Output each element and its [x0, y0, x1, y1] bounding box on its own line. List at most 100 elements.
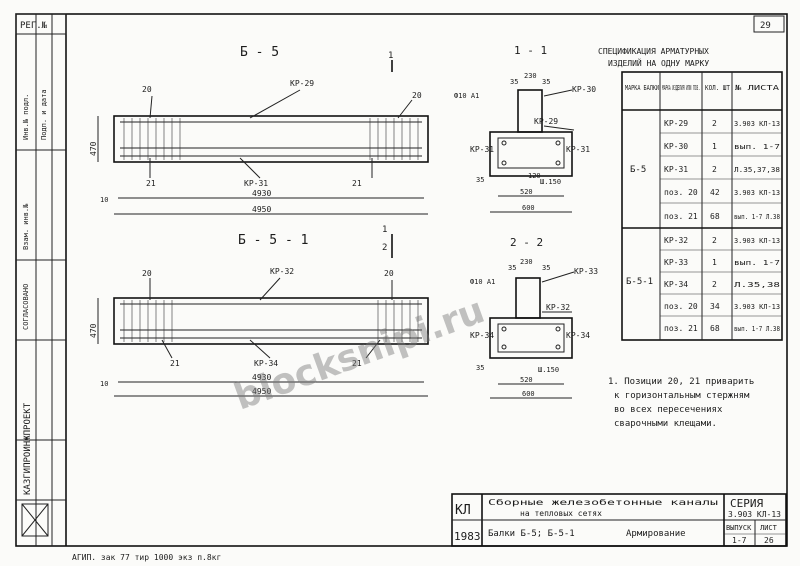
- sec11-d5: 600: [522, 204, 535, 212]
- tb-series-value: 3.903 КЛ-13: [728, 510, 781, 519]
- sec22-kp-d: КР-34: [566, 331, 590, 340]
- spec-row-qty: 2: [712, 236, 717, 245]
- sec22-rebar-step: Ш.150: [538, 366, 559, 374]
- spec-row-item: поз. 20: [664, 302, 698, 311]
- spec-group-mark-2: Б-5-1: [626, 277, 653, 287]
- b5-pos-right: 20: [412, 91, 422, 100]
- tb-desc2: на тепловых сетях: [520, 509, 602, 518]
- watermark: blocksnipi.ru: [229, 290, 490, 418]
- spec-row-qty: 2: [712, 165, 717, 174]
- spec-row-item: поз. 21: [664, 324, 698, 333]
- note-line-2: к горизонтальным стержням: [614, 391, 750, 401]
- spec-row-item: КР-31: [664, 165, 688, 174]
- cut-mark-2: 2: [382, 243, 387, 253]
- spec-table: [621, 71, 783, 341]
- page-number: 29: [760, 21, 771, 31]
- view-title-b5: Б - 5: [240, 45, 279, 60]
- sec11-rebar-step: Ш.150: [540, 178, 561, 186]
- sec22-rebar: Ф10 А1: [470, 278, 495, 286]
- left-label-2: Подп. и дата: [40, 89, 48, 140]
- b51-pos-b: 21: [352, 359, 362, 368]
- spec-row-sheet: вып. 1-7 Л.38: [734, 325, 780, 333]
- tb-list-label: ЛИСТ: [760, 524, 778, 532]
- tb-list-value: 26: [764, 536, 774, 545]
- spec-row-sheet: Л.35,38: [734, 281, 780, 289]
- cut-mark-1b: 1: [382, 225, 387, 235]
- b5-pos-left: 20: [142, 85, 152, 94]
- b5-pos-a: 21: [146, 179, 156, 188]
- section-title-22: 2 - 2: [510, 236, 543, 249]
- note-line-1: 1. Позиции 20, 21 приварить: [608, 377, 754, 387]
- sec22-kp-b: КР-32: [546, 303, 570, 312]
- sec11-flange: [489, 131, 573, 177]
- b5-pos-b: 21: [352, 179, 362, 188]
- sec22-d5: 600: [522, 390, 535, 398]
- sec22-d3: 35: [542, 264, 550, 272]
- sec11-d2: 230: [524, 72, 537, 80]
- title-block: [451, 493, 787, 547]
- spec-row-qty: 1: [712, 142, 717, 151]
- b51-kp-bottom: КР-34: [254, 359, 278, 368]
- sec11-rebar: Ф10 А1: [454, 92, 479, 100]
- sec11-kp-d: КР-31: [566, 145, 590, 154]
- b5-dim-total: 4950: [252, 205, 271, 214]
- b5-kp-top: КР-29: [290, 79, 314, 88]
- tb-series-label: СЕРИЯ: [730, 497, 763, 510]
- sec22-d4: 520: [520, 376, 533, 384]
- sec11-kp-a: КР-30: [572, 85, 596, 94]
- b5-height: 470: [89, 141, 98, 156]
- note-line-3: во всех пересечениях: [614, 405, 723, 415]
- b51-end: 10: [100, 380, 108, 388]
- org-logo: [21, 503, 49, 537]
- b5-dim-inner: 4930: [252, 189, 271, 198]
- sec22-flange: [489, 317, 573, 359]
- sec22-kp-a: КР-33: [574, 267, 598, 276]
- sec11-kp-b: КР-29: [534, 117, 558, 126]
- beam-b5-outline: [113, 115, 429, 163]
- spec-row-item: КР-33: [664, 258, 688, 267]
- sec11-d1: 35: [510, 78, 518, 86]
- spec-title-2: ИЗДЕЛИЙ НА ОДНУ МАРКУ: [608, 57, 709, 68]
- tb-vypusk-value: 1-7: [732, 536, 747, 545]
- sec22-d1: 35: [508, 264, 516, 272]
- b51-dim-total: 4950: [252, 387, 271, 396]
- spec-row-item: поз. 21: [664, 212, 698, 221]
- b51-height: 470: [89, 323, 98, 338]
- tb-vypusk-label: ВЫПУСК: [726, 524, 752, 532]
- spec-row-qty: 68: [710, 324, 720, 333]
- footer-print-info: АГИП. зак 77 тир 1000 экз п.8кг: [72, 553, 221, 562]
- beam-b51-outline: [113, 297, 429, 345]
- left-label-4: СОГЛАСОВАНО: [22, 284, 30, 330]
- spec-row-qty: 1: [712, 258, 717, 267]
- spec-header-mark: МАРКА БАЛКИ: [625, 84, 659, 92]
- spec-row-item: поз. 20: [664, 188, 698, 197]
- tb-drawing: Балки Б-5; Б-5-1: [488, 529, 575, 539]
- sec22-kp-c: КР-34: [470, 331, 494, 340]
- spec-row-sheet: вып. 1-7 Л.38: [734, 213, 780, 221]
- spec-row-sheet: Л.35,37,38: [734, 166, 780, 174]
- b51-pos-a: 21: [170, 359, 180, 368]
- sec11-d6: 120: [528, 172, 541, 180]
- tb-code: КЛ: [455, 503, 471, 518]
- spec-row-sheet: 3.903 КЛ-13: [734, 237, 780, 245]
- spec-row-qty: 2: [712, 119, 717, 128]
- b51-pos-right: 20: [384, 269, 394, 278]
- spec-row-item: КР-34: [664, 280, 688, 289]
- sec11-d3: 35: [542, 78, 550, 86]
- beam-b51-stirrups: [123, 300, 419, 342]
- note-line-4: сварочными клещами.: [614, 419, 717, 429]
- tb-year: 1983: [454, 530, 481, 543]
- left-label-1: Инв.№ подл.: [22, 94, 30, 140]
- spec-row-qty: 42: [710, 188, 720, 197]
- b51-pos-left: 20: [142, 269, 152, 278]
- spec-row-sheet: 3.903 КЛ-13: [734, 303, 780, 311]
- spec-header-sheet: № ЛИСТА: [734, 84, 781, 92]
- reg-stamp: РЕГ.№: [20, 21, 48, 31]
- spec-row-item: КР-30: [664, 142, 688, 151]
- b5-kp-bottom: КР-31: [244, 179, 268, 188]
- sec11-d7: 35: [476, 176, 484, 184]
- spec-row-item: КР-32: [664, 236, 688, 245]
- left-org: КАЗГИПРОИНЖПРОЕКТ: [23, 402, 33, 495]
- sec22-d2: 230: [520, 258, 533, 266]
